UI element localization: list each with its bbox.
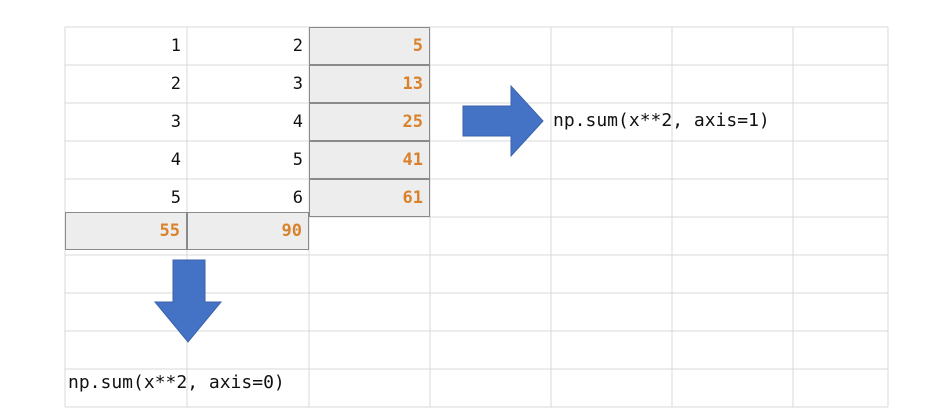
column-sum-cell-1[interactable]: 55 [65, 212, 187, 250]
row-sum-cell-3[interactable]: 25 [309, 103, 430, 141]
cell-r5-c1[interactable]: 5 [170, 188, 181, 208]
column-sum-cell-2[interactable]: 90 [187, 212, 309, 250]
row-sum-cell-2[interactable]: 13 [309, 65, 430, 103]
cell-r2-c2[interactable]: 3 [292, 74, 303, 94]
cell-r1-c1[interactable]: 1 [170, 36, 181, 56]
cell-r3-c2[interactable]: 4 [292, 112, 303, 132]
row-sum-cell-4[interactable]: 41 [309, 141, 430, 179]
cell-r3-c1[interactable]: 3 [170, 112, 181, 132]
arrow-right-icon [462, 84, 544, 158]
cell-r2-c1[interactable]: 2 [170, 74, 181, 94]
row-sum-cell-5[interactable]: 61 [309, 179, 430, 217]
cell-r4-c1[interactable]: 4 [170, 150, 181, 170]
row-sum-cell-1[interactable]: 5 [309, 27, 430, 65]
cell-r5-c2[interactable]: 6 [292, 188, 303, 208]
arrow-down-icon [153, 259, 223, 343]
cell-r4-c2[interactable]: 5 [292, 150, 303, 170]
axis0-annotation: np.sum(x**2, axis=0) [68, 372, 285, 393]
axis1-annotation: np.sum(x**2, axis=1) [553, 110, 770, 131]
cell-r1-c2[interactable]: 2 [292, 36, 303, 56]
